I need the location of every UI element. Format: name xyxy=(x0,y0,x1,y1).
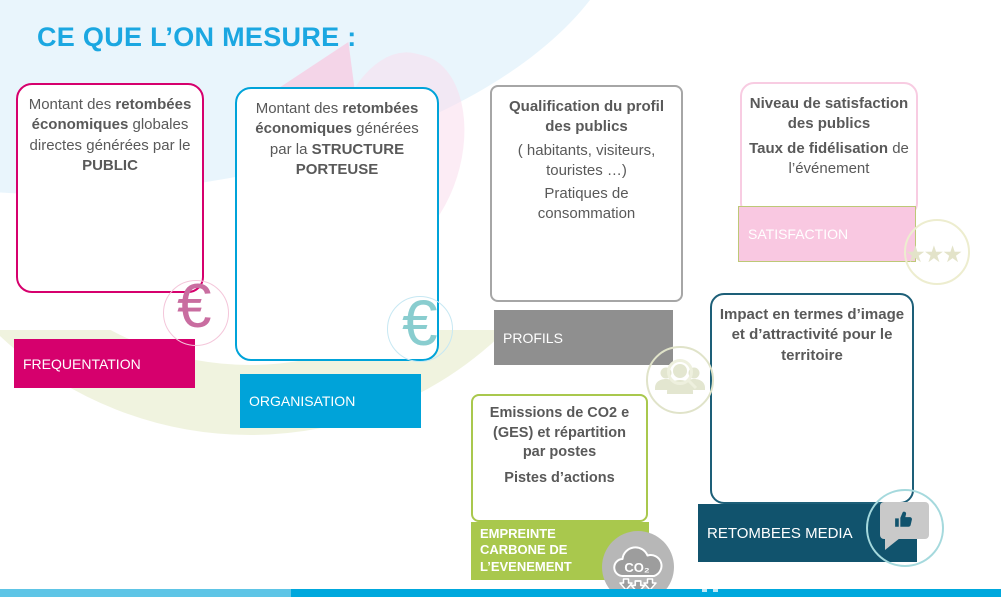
clipped-footer-glyph xyxy=(713,589,718,592)
speech-bubble xyxy=(880,502,929,550)
text-segment: globales directes générées par le xyxy=(29,116,191,154)
frequentation-category-bar: FREQUENTATION xyxy=(14,339,195,388)
card-body-text: ( habitants, visiteurs, touristes …) xyxy=(517,141,656,179)
card-body-text: Montant des retombées économiques global… xyxy=(25,95,195,176)
stars-icon: ★★★ xyxy=(904,219,970,285)
circle-outline xyxy=(163,280,229,346)
euro-glyph: € xyxy=(402,287,438,359)
organisation-category-bar: ORGANISATION xyxy=(240,374,421,428)
text-segment: retombées économiques xyxy=(31,96,192,134)
text-segment: Montant des xyxy=(255,100,343,117)
text-segment: générées par la xyxy=(269,120,419,158)
co2-cloud-icon: CO₂ xyxy=(602,531,674,597)
empreinte-carbone-label: EMPREINTE CARBONE DE L’EVENEMENT xyxy=(480,526,572,574)
circle-outline xyxy=(904,219,970,285)
card-retombees-media: Impact en termes d’image et d’attractivi… xyxy=(710,293,914,504)
text-segment: de l’événement xyxy=(788,139,909,177)
profils-label: PROFILS xyxy=(503,329,563,346)
satisfaction-category-bar: SATISFACTION xyxy=(738,206,916,262)
text-segment: Montant des xyxy=(28,96,116,113)
card-frequentation: Montant des retombées économiques global… xyxy=(16,83,204,293)
card-body-text: Pistes d’actions xyxy=(504,469,615,486)
card-empreinte-carbone: Emissions de CO2 e (GES) et répartition … xyxy=(471,394,648,522)
euro-pink-icon: € xyxy=(163,274,229,346)
card-satisfaction: Niveau de satisfaction des publics Taux … xyxy=(740,82,918,217)
frequentation-label: FREQUENTATION xyxy=(23,355,141,372)
card-body-text: Pratiques de consommation xyxy=(537,185,636,223)
circle-outline xyxy=(866,489,944,567)
card-body-text: Taux de fidélisation de l’événement xyxy=(749,139,909,180)
text-segment: PUBLIC xyxy=(82,156,138,174)
thumb-glyph xyxy=(895,511,912,527)
euro-glyph: € xyxy=(177,272,212,341)
card-body-text: Qualification du profil des publics xyxy=(509,98,664,136)
organisation-label: ORGANISATION xyxy=(249,393,356,409)
card-body-text: Impact en termes d’image et d’attractivi… xyxy=(719,306,905,364)
circle-outline xyxy=(646,346,714,414)
clipped-footer-glyph xyxy=(702,589,707,592)
stars-glyph: ★★★ xyxy=(905,241,963,267)
svg-text:CO₂: CO₂ xyxy=(624,560,650,575)
card-body-text: Emissions de CO2 e (GES) et répartition … xyxy=(489,405,630,461)
footer-strip-right xyxy=(291,589,1001,597)
text-segment: retombées économiques xyxy=(255,100,419,138)
card-body-text: Montant des retombées économiques généré… xyxy=(244,99,430,180)
circle-outline xyxy=(387,296,453,362)
profils-category-bar: PROFILS xyxy=(494,310,673,365)
footer-strip-left xyxy=(0,589,291,597)
card-profils: Qualification du profil des publics ( ha… xyxy=(490,85,683,302)
retombees-media-label: RETOMBEES MEDIA xyxy=(707,524,853,542)
page-title: CE QUE L’ON MESURE : xyxy=(37,22,357,52)
text-segment: Taux de fidélisation xyxy=(749,139,889,157)
thumbs-up-icon xyxy=(866,489,944,567)
text-segment: STRUCTURE PORTEUSE xyxy=(295,140,405,178)
co2-cloud-glyph: CO₂ xyxy=(613,546,663,594)
people-search-icon xyxy=(646,346,714,414)
card-organisation: Montant des retombées économiques généré… xyxy=(235,87,439,361)
euro-teal-icon: € xyxy=(387,290,453,362)
card-body-text: Niveau de satisfaction des publics xyxy=(749,95,909,133)
satisfaction-label: SATISFACTION xyxy=(748,226,849,242)
